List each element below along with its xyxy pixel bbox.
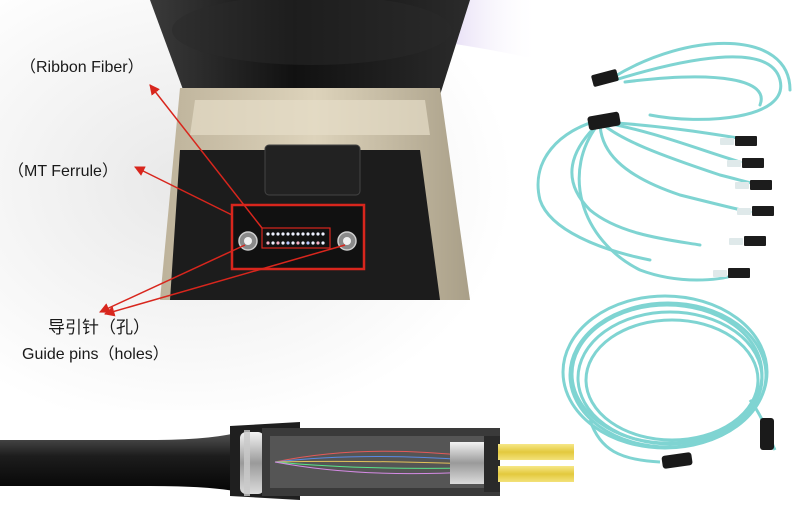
arrow-icon	[134, 166, 233, 216]
annotation-arrows	[99, 84, 346, 317]
connector-cutaway	[0, 410, 590, 524]
arrow-icon	[99, 244, 246, 313]
trunk-cable-coil	[561, 294, 777, 464]
fanout-connectors	[587, 69, 774, 278]
fanout-cable	[536, 42, 792, 282]
label-ribbon-fiber: （Ribbon Fiber）	[20, 59, 144, 76]
arrow-icon	[103, 244, 346, 317]
trunk-connectors	[661, 418, 774, 469]
label-mt-ferrule: （MT Ferrule）	[8, 163, 118, 180]
mpo-connector-closeup	[150, 0, 540, 300]
label-guide-pins-en: Guide pins（holes）	[22, 346, 169, 363]
arrow-icon	[149, 84, 263, 229]
label-guide-pins-cn: 导引针（孔）	[48, 318, 150, 337]
